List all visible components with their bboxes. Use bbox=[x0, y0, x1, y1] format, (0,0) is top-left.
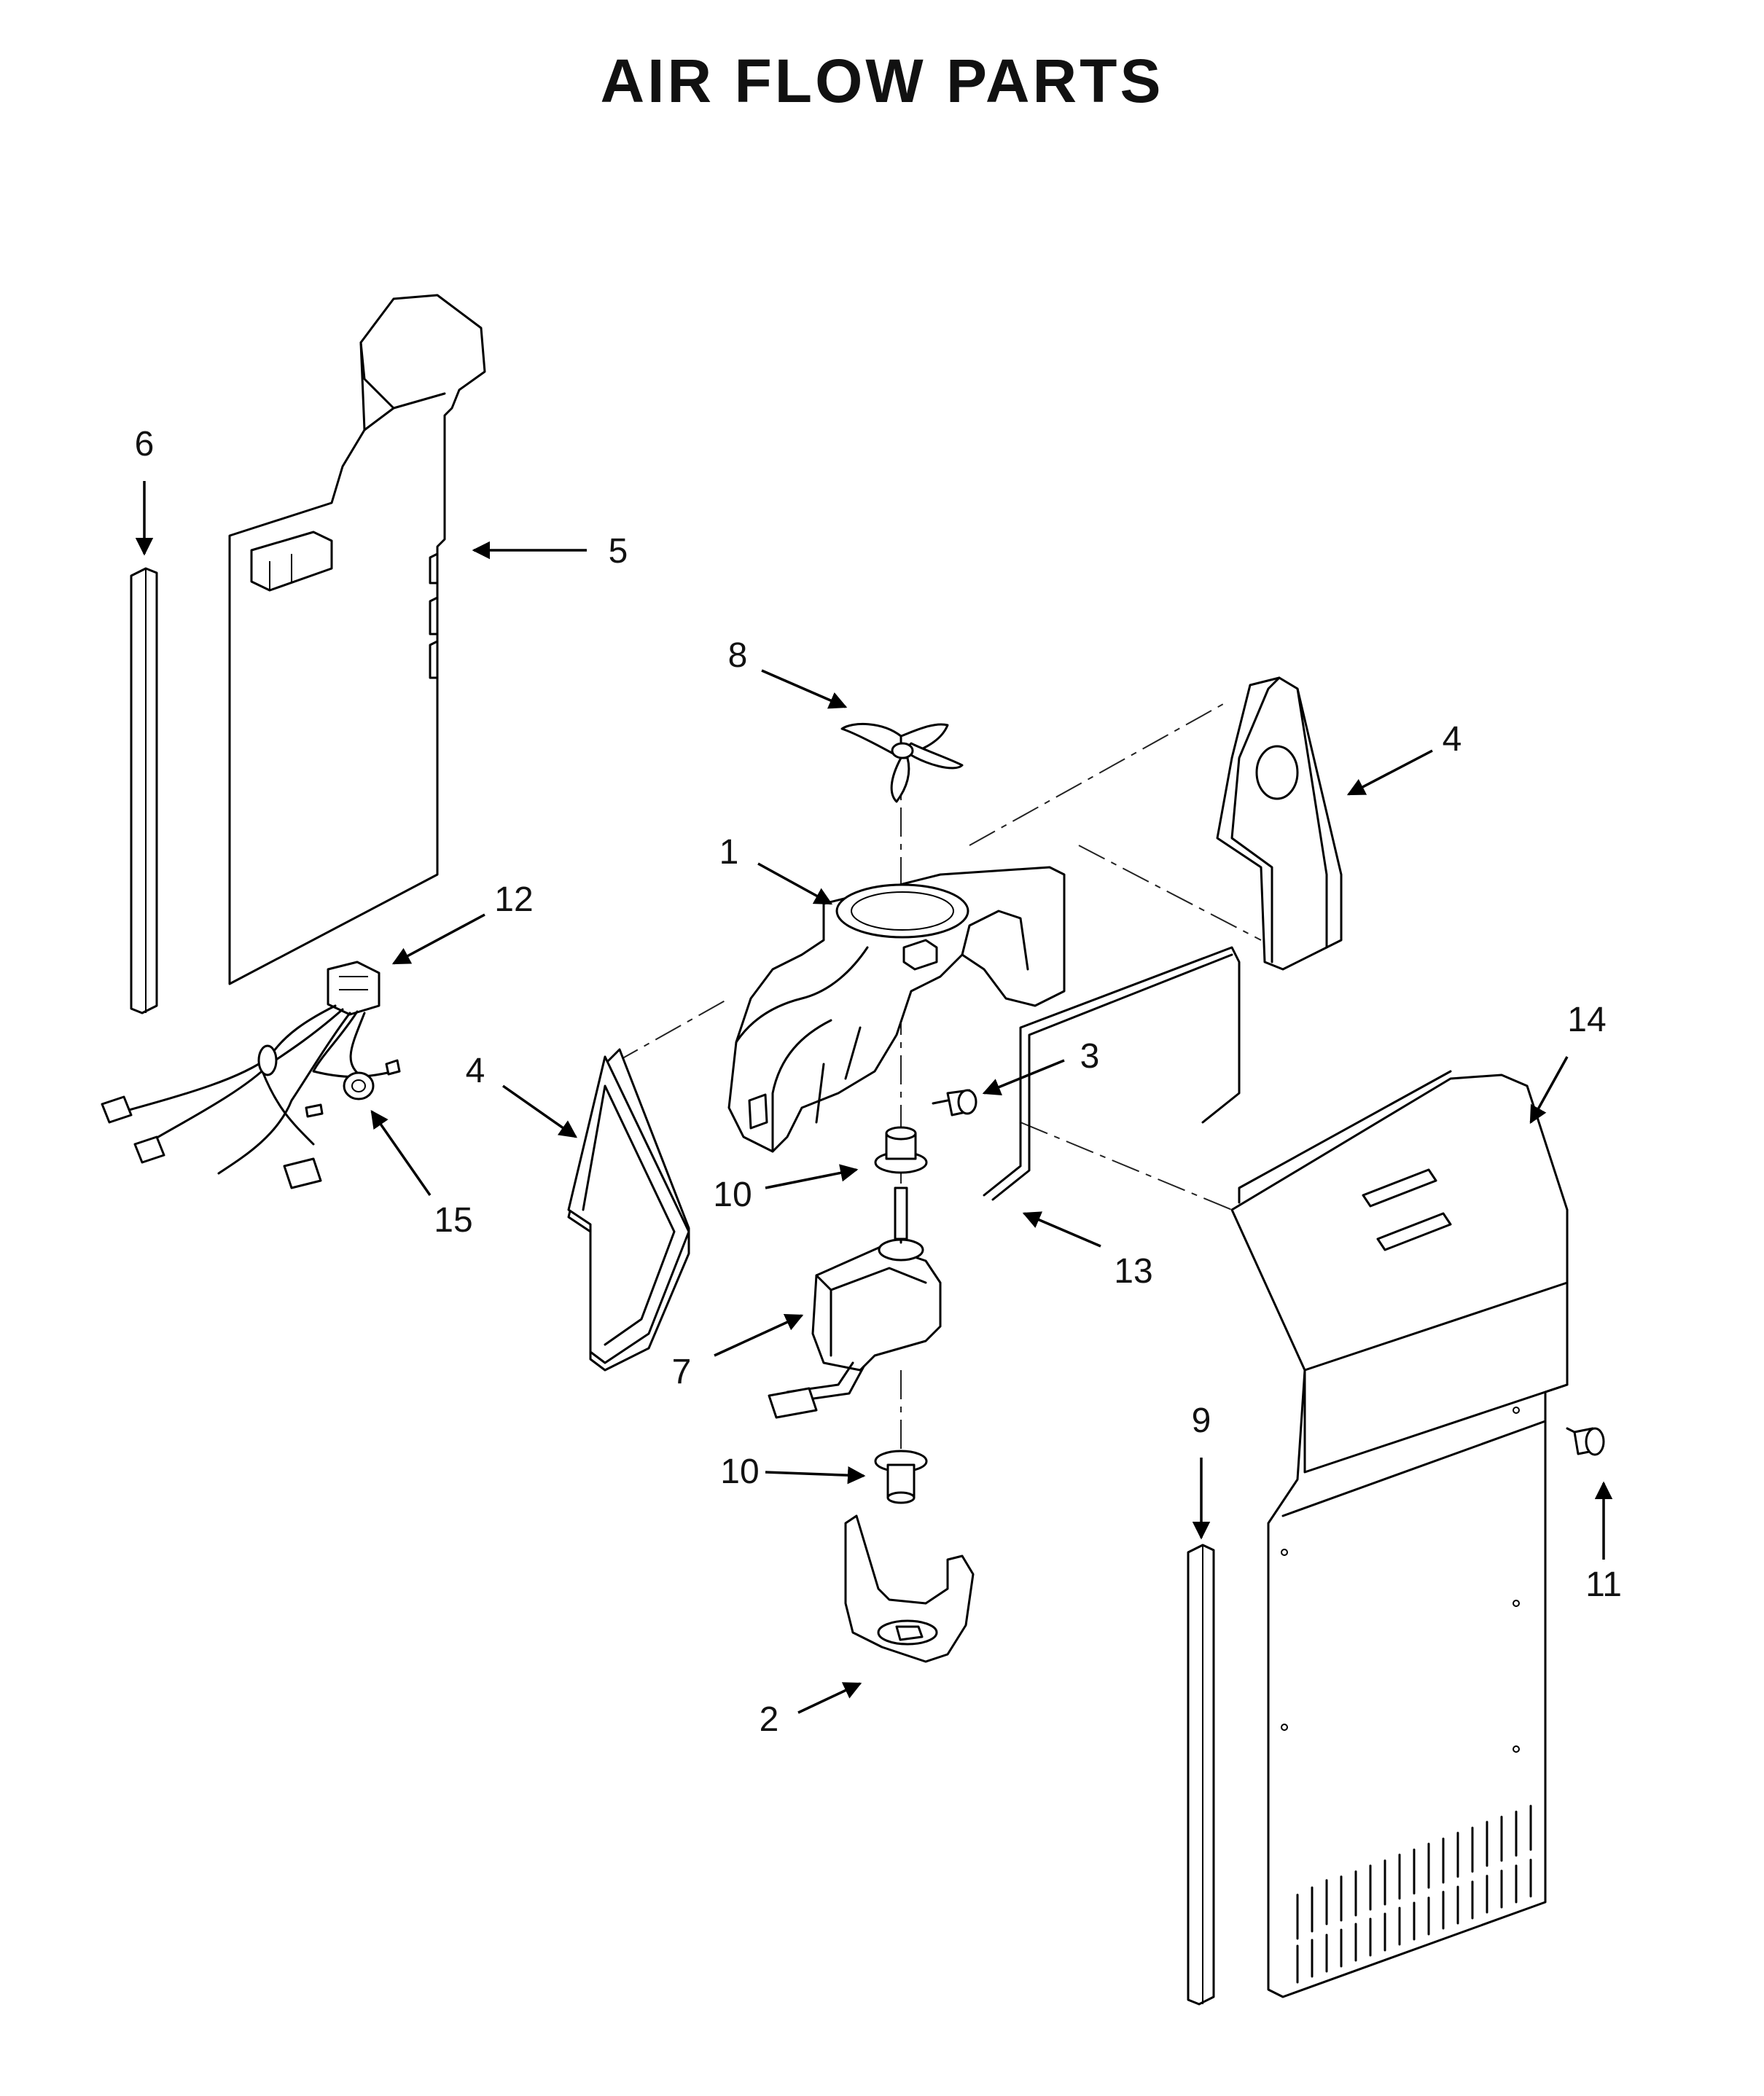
callout-5: 5 bbox=[609, 532, 628, 571]
part-15-grommet bbox=[343, 1071, 375, 1100]
part-3-screw bbox=[932, 1089, 977, 1117]
part-4-right-baffle bbox=[1216, 676, 1343, 971]
callout-labels: 1 2 3 4 4 5 6 7 8 9 10 10 11 12 13 14 15 bbox=[135, 425, 1622, 1739]
callout-7: 7 bbox=[672, 1353, 692, 1391]
part-13-wire-bracket bbox=[983, 946, 1241, 1201]
diagram-title: AIR FLOW PARTS bbox=[600, 47, 1163, 115]
callout-1: 1 bbox=[719, 833, 739, 872]
callout-4-left: 4 bbox=[466, 1052, 485, 1090]
callout-14: 14 bbox=[1567, 1001, 1606, 1039]
callout-arrows bbox=[135, 481, 1613, 1714]
part-5-cover-panel bbox=[228, 294, 486, 985]
part-14-shroud-panel bbox=[1230, 1070, 1569, 1998]
callout-13: 13 bbox=[1114, 1252, 1152, 1291]
part-11-screw bbox=[1566, 1427, 1605, 1456]
callout-10-lower: 10 bbox=[720, 1452, 759, 1491]
part-1-fan-housing bbox=[727, 866, 1066, 1153]
callout-2: 2 bbox=[760, 1700, 779, 1739]
part-10-lower-bushing bbox=[874, 1450, 928, 1504]
part-6-strip bbox=[130, 567, 158, 1014]
part-2-motor-bracket bbox=[844, 1514, 975, 1663]
part-9-strip bbox=[1187, 1544, 1215, 2006]
part-8-fan-blade bbox=[840, 722, 964, 803]
callout-8: 8 bbox=[728, 636, 748, 675]
callout-3: 3 bbox=[1080, 1037, 1100, 1076]
part-10-upper-bushing bbox=[874, 1126, 928, 1174]
part-12-wire-harness bbox=[101, 961, 401, 1189]
callout-4-right: 4 bbox=[1443, 720, 1462, 759]
callout-12: 12 bbox=[494, 880, 533, 919]
callout-15: 15 bbox=[434, 1201, 472, 1240]
callout-11: 11 bbox=[1585, 1565, 1622, 1604]
callout-10-upper: 10 bbox=[713, 1176, 752, 1214]
callout-6: 6 bbox=[135, 425, 155, 464]
part-7-fan-motor bbox=[768, 1186, 942, 1419]
vent-slots bbox=[1296, 1804, 1532, 1984]
part-4-left-baffle bbox=[567, 1048, 690, 1372]
callout-9: 9 bbox=[1192, 1401, 1211, 1440]
